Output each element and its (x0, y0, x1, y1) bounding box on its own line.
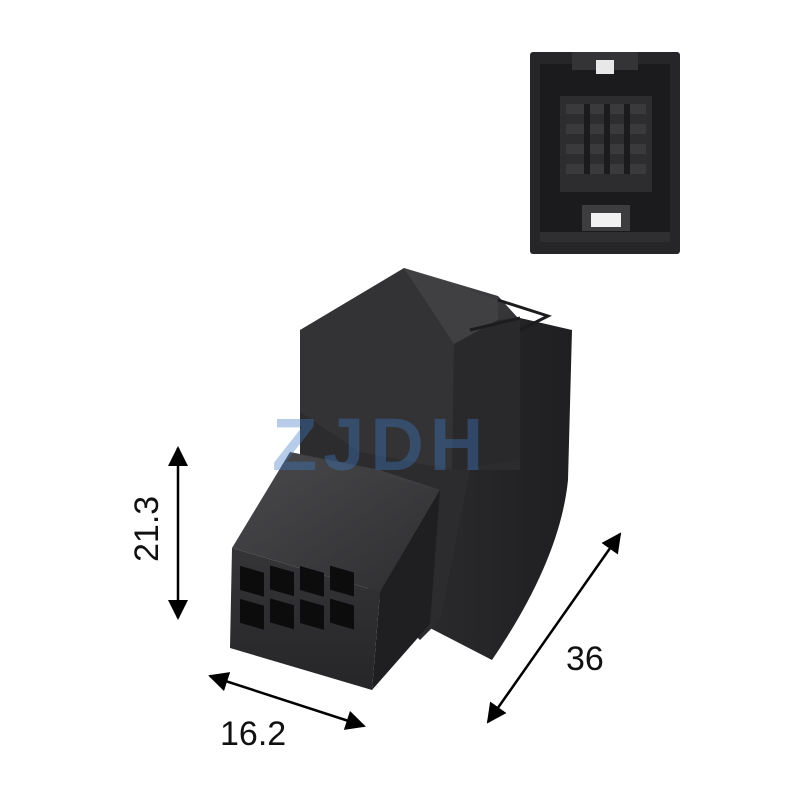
height-label: 21.3 (128, 496, 166, 562)
cavity (240, 565, 264, 597)
length-dimension: 36 (486, 532, 622, 724)
cavity (300, 599, 324, 630)
length-label: 36 (566, 640, 604, 678)
cavity (300, 566, 324, 597)
rear-view-connector (530, 52, 680, 254)
width-dimension: 16.2 (208, 672, 366, 753)
cavity (270, 598, 294, 630)
cavity-grid (240, 565, 354, 630)
cavity (330, 598, 354, 630)
cavity (270, 565, 294, 597)
width-label: 16.2 (220, 715, 286, 753)
cavity (240, 598, 264, 630)
cavity (330, 565, 354, 597)
watermark-text: ZJDH (272, 403, 489, 486)
height-dimension: 21.3 (128, 446, 188, 620)
